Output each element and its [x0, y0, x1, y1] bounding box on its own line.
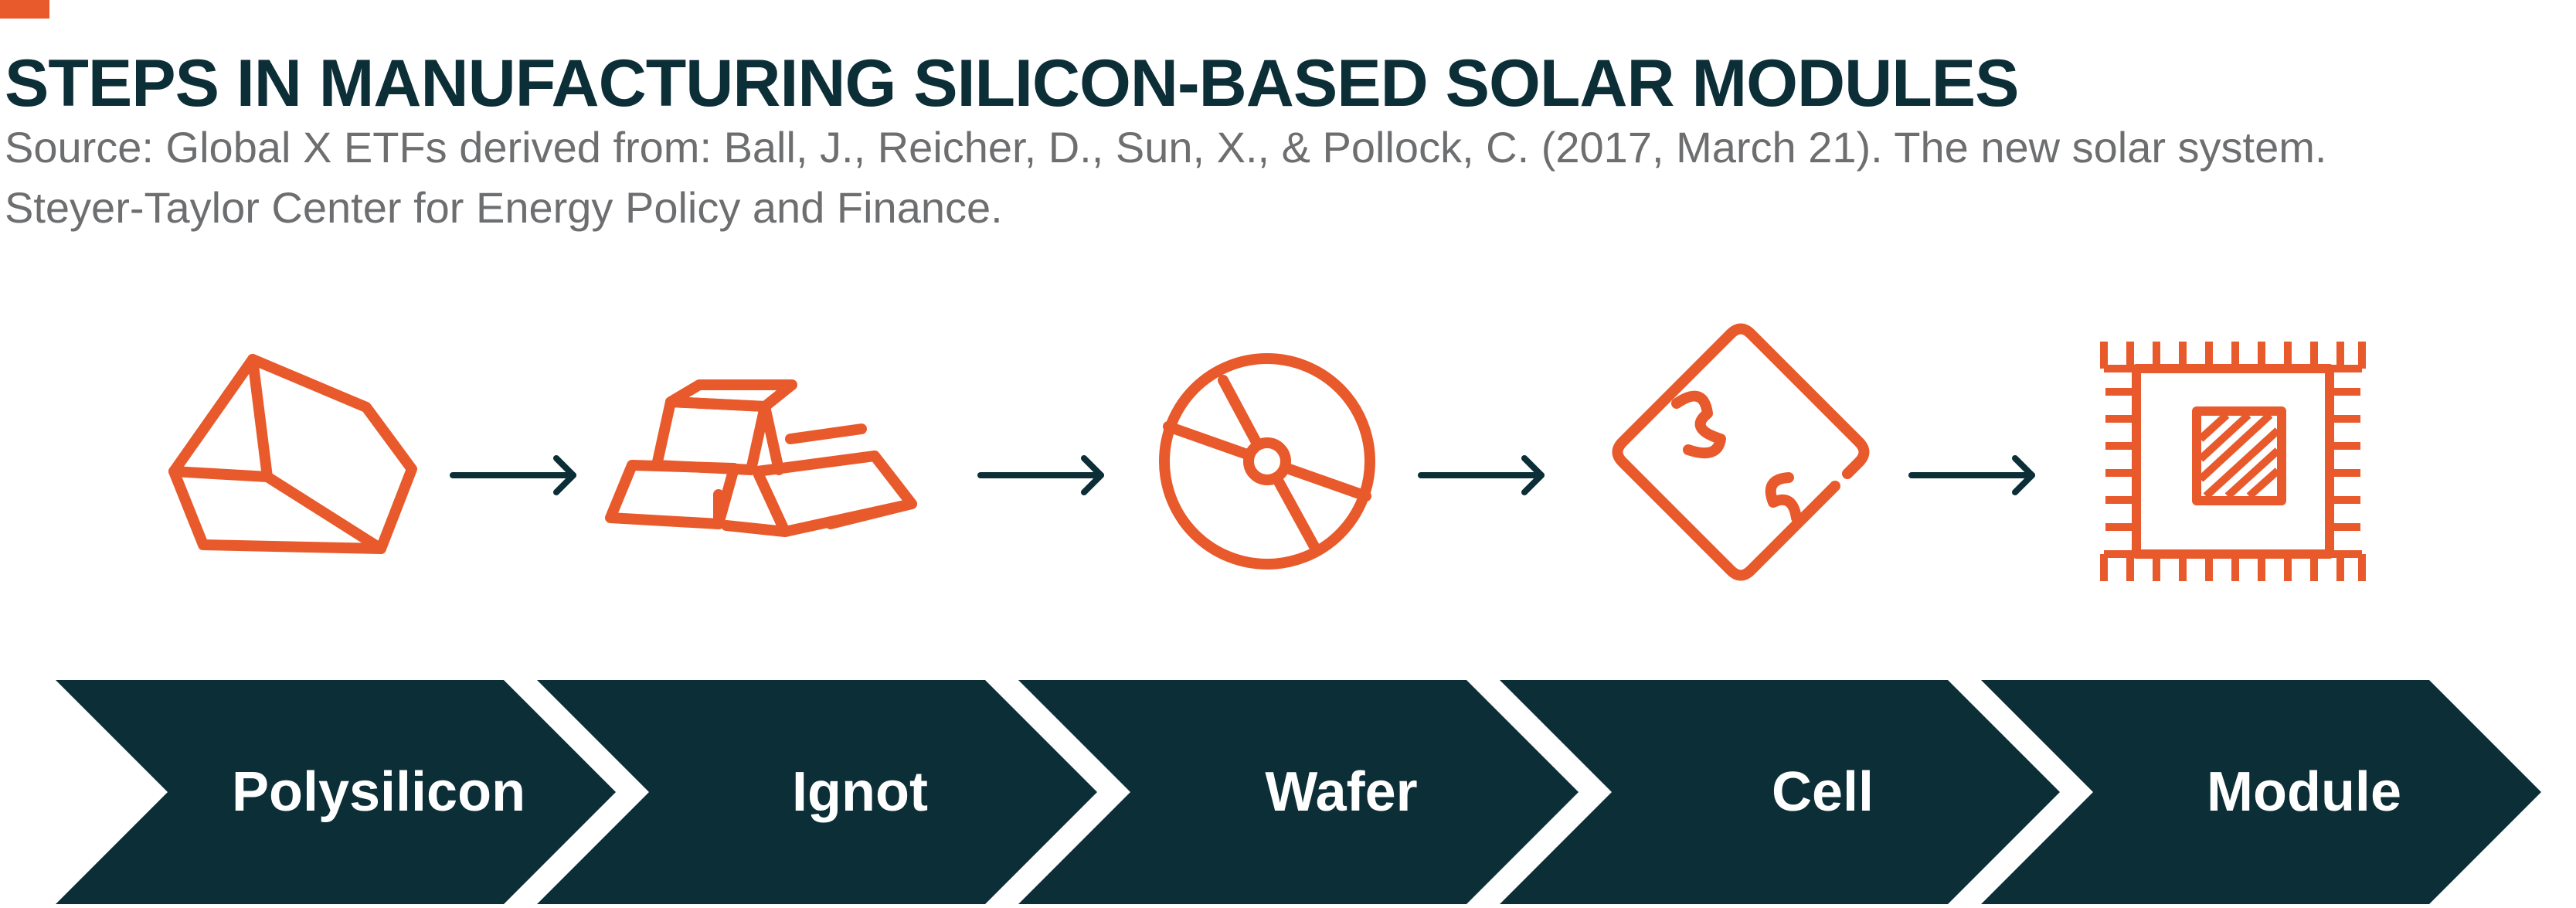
chevron-polysilicon: [56, 680, 616, 904]
source-line-2: Steyer-Taylor Center for Energy Policy a…: [5, 183, 1003, 232]
source-note: Source: Global X ETFs derived from: Ball…: [5, 117, 2326, 238]
chevron-ingot: [537, 680, 1097, 904]
right-arrow-icon: [977, 455, 1104, 495]
step-label-wafer: Wafer: [1265, 761, 1418, 823]
cell-puzzle-icon: [1612, 323, 1870, 581]
chevron-module: [1981, 680, 2541, 904]
step-label-module: Module: [2207, 761, 2401, 823]
right-arrow-icon: [450, 455, 576, 495]
step-label-polysilicon: Polysilicon: [231, 761, 526, 823]
accent-bar: [0, 0, 49, 19]
chevron-cell: [1500, 680, 2060, 904]
page-title: STEPS IN MANUFACTURING SILICON-BASED SOL…: [5, 46, 2020, 121]
module-chip-icon: [2100, 342, 2366, 581]
right-arrow-icon: [1418, 455, 1545, 495]
ingot-stack-icon: [605, 379, 917, 537]
wafer-disc-icon: [1159, 353, 1375, 570]
step-label-ingot: Ignot: [792, 761, 928, 823]
chevron-wafer: [1018, 680, 1579, 904]
right-arrow-icon: [1908, 455, 2035, 495]
source-line-1: Source: Global X ETFs derived from: Ball…: [5, 123, 2327, 172]
polysilicon-rock-icon: [168, 354, 417, 554]
step-label-cell: Cell: [1771, 761, 1874, 823]
